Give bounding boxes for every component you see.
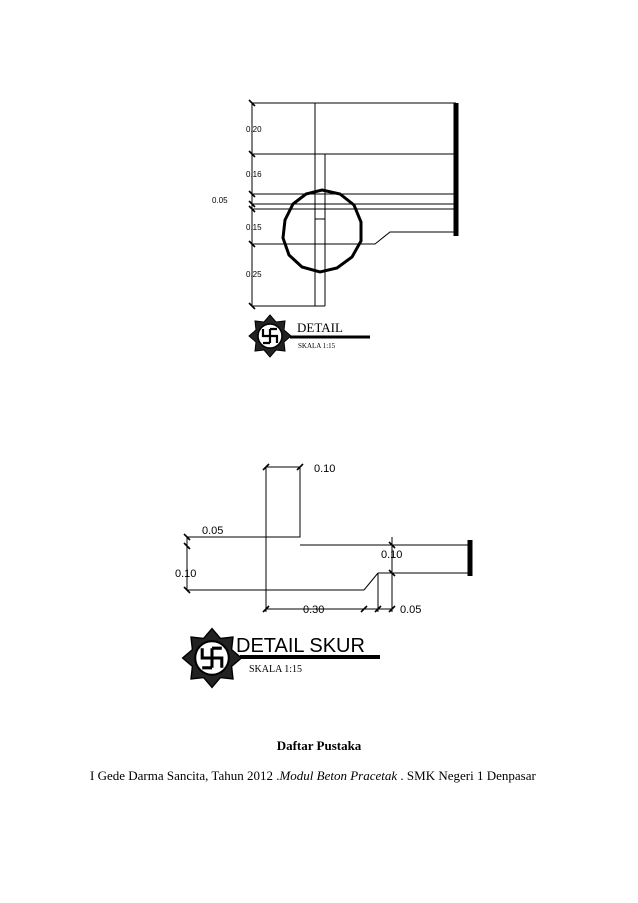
dim-label: 0.05	[212, 196, 228, 205]
detail-scale: SKALA 1:15	[249, 664, 302, 675]
dim-label: 0.25	[246, 270, 262, 279]
dim-label: 0.10	[314, 463, 335, 475]
reference-title: Modul Beton Pracetak	[279, 768, 398, 783]
dim-label: 0.30	[303, 604, 324, 616]
references-heading: Daftar Pustaka	[276, 738, 362, 753]
detail-skur-drawing: 0.10 0.05 0.10 0.10 0.30 0.05	[175, 463, 473, 616]
reference-publisher: . SMK Negeri 1 Denpasar	[397, 768, 536, 783]
dim-label: 0.20	[246, 125, 262, 134]
dim-label: 0.15	[246, 223, 262, 232]
detail-title: DETAIL	[297, 320, 343, 335]
dim-label: 0.10	[175, 568, 196, 580]
emblem-icon	[181, 627, 243, 689]
dim-label: 0.10	[381, 549, 402, 561]
dim-label: 0.16	[246, 170, 262, 179]
detail-skur-title-block: DETAIL SKUR SKALA 1:15	[181, 627, 380, 689]
reference-author-year: I Gede Darma Sancita, Tahun 2012 .	[90, 768, 280, 783]
detail-title: DETAIL SKUR	[236, 635, 365, 657]
detail-scale: SKALA 1:15	[298, 342, 336, 350]
emblem-icon	[247, 313, 293, 359]
detail-drawing: 0.20 0.16 0.05 0.15 0.25	[212, 99, 459, 310]
dim-label: 0.05	[202, 525, 223, 537]
detail-title-block: DETAIL SKALA 1:15	[247, 313, 370, 359]
reference-entry: I Gede Darma Sancita, Tahun 2012 .Modul …	[90, 768, 630, 784]
dim-label: 0.05	[400, 604, 421, 616]
